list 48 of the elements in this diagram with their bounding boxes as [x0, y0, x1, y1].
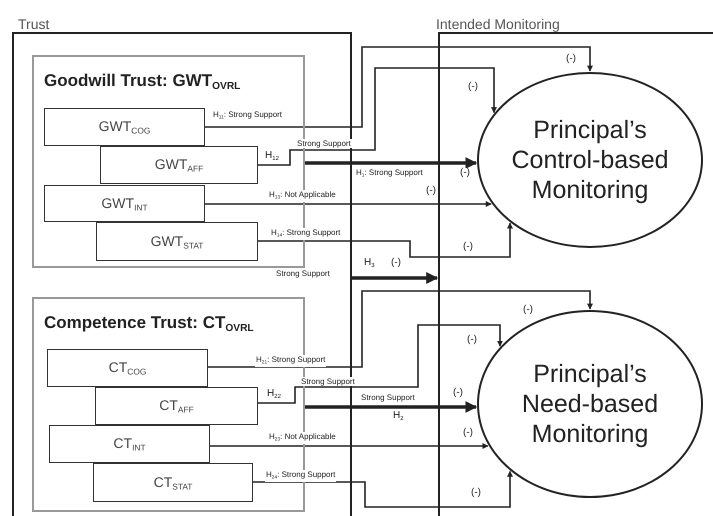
- arrow: [258, 67, 497, 166]
- box-label: GWT$_{AFF}$: [154, 156, 204, 174]
- arrow: [258, 222, 513, 258]
- path-annotation: (-): [467, 82, 479, 91]
- path-annotation: (-): [522, 305, 534, 314]
- ellipse-label: Principal’s Need-based Monitoring: [520, 359, 660, 449]
- arrow: [253, 470, 513, 508]
- edge-label: Strong Support: [300, 377, 356, 386]
- group-title: Competence Trust: CT$_{OVRL}$: [44, 313, 254, 334]
- arrow: [305, 401, 478, 413]
- box-label: GWT$_{INT}$: [101, 194, 148, 212]
- edge-label: Strong Support: [360, 393, 416, 402]
- path-annotation: (-): [390, 258, 402, 267]
- path-annotation: (-): [470, 488, 482, 497]
- dimension-box: [49, 425, 210, 463]
- ellipse-label: Principal’s Control-based Monitoring: [510, 115, 670, 205]
- box-label: CT$_{AFF}$: [159, 397, 194, 415]
- group-title: Goodwill Trust: GWT$_{OVRL}$: [44, 71, 240, 92]
- arrow: [352, 272, 438, 284]
- dimension-box: [100, 146, 258, 184]
- path-annotation: (-): [425, 186, 437, 195]
- path-annotation: (-): [459, 168, 471, 177]
- arrow: [210, 443, 488, 449]
- box-label: CT$_{STAT}$: [154, 474, 192, 492]
- frame-title: Intended Monitoring: [436, 16, 561, 32]
- edge-label: Strong Support: [296, 139, 352, 148]
- frame-title: Trust: [18, 16, 50, 32]
- path-annotation: (-): [462, 242, 474, 251]
- arrow: [208, 290, 593, 368]
- arrow: [205, 46, 593, 128]
- path-annotation: (-): [452, 388, 464, 397]
- arrow: [205, 201, 492, 207]
- dimension-box: [95, 387, 258, 425]
- edge-label: Strong Support: [275, 269, 331, 278]
- dimension-box: [47, 349, 208, 387]
- dimension-box: [93, 463, 253, 502]
- dimension-box: [44, 108, 205, 146]
- box-label: CT$_{COG}$: [108, 359, 146, 377]
- dimension-box: [44, 185, 205, 222]
- box-label: GWT$_{COG}$: [98, 118, 150, 136]
- path-annotation: (-): [565, 54, 577, 63]
- box-label: CT$_{INT}$: [113, 435, 146, 453]
- box-label: GWT$_{STAT}$: [150, 232, 204, 250]
- dimension-box: [96, 222, 258, 261]
- path-annotation: (-): [462, 428, 474, 437]
- arrow: [258, 324, 503, 404]
- arrow: [305, 157, 478, 169]
- path-annotation: (-): [466, 335, 478, 344]
